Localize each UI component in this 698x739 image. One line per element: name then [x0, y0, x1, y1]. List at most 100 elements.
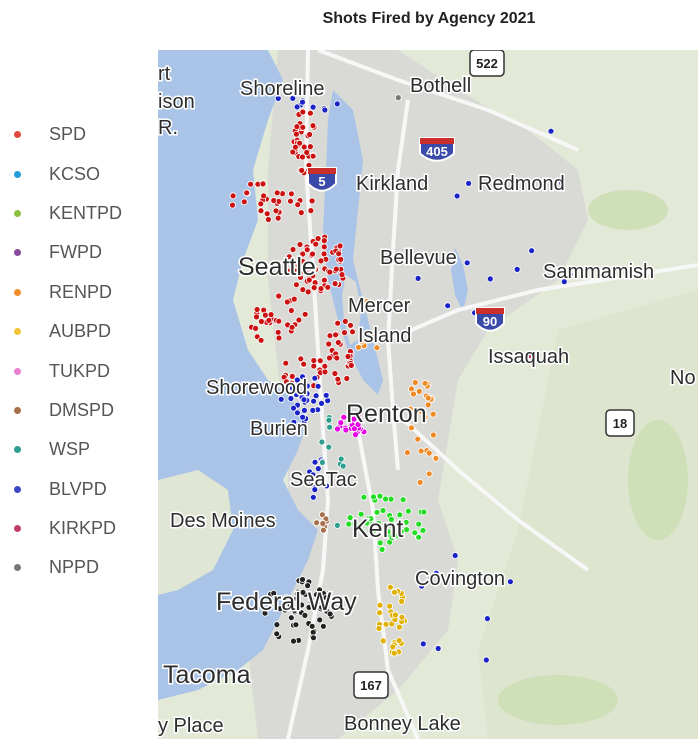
incident-point[interactable] [299, 98, 306, 106]
incident-point[interactable] [269, 600, 277, 608]
incident-point[interactable] [270, 590, 278, 597]
incident-point[interactable] [318, 603, 326, 611]
incident-point[interactable] [318, 459, 326, 466]
incident-point[interactable] [376, 609, 384, 617]
legend-item[interactable]: SPD [14, 115, 154, 154]
incident-point[interactable] [310, 284, 318, 292]
incident-point[interactable] [263, 210, 271, 218]
incident-point[interactable] [566, 270, 574, 278]
incident-point[interactable] [414, 274, 422, 282]
legend-item[interactable]: KENTPD [14, 194, 154, 233]
incident-point[interactable] [398, 598, 406, 605]
incident-point[interactable] [285, 267, 293, 275]
incident-point[interactable] [384, 528, 392, 536]
incident-point[interactable] [407, 424, 415, 432]
incident-point[interactable] [277, 395, 285, 403]
incident-point[interactable] [229, 201, 236, 209]
legend-item[interactable]: WSP [14, 430, 154, 469]
incident-point[interactable] [257, 336, 265, 344]
incident-point[interactable] [303, 246, 311, 254]
incident-point[interactable] [317, 257, 325, 265]
incident-point[interactable] [293, 103, 301, 111]
incident-point[interactable] [309, 103, 317, 111]
incident-point[interactable] [325, 443, 333, 451]
incident-point[interactable] [342, 426, 350, 434]
incident-point[interactable] [274, 328, 282, 336]
incident-point[interactable] [414, 435, 422, 443]
incident-point[interactable] [261, 609, 269, 617]
incident-point[interactable] [287, 307, 295, 314]
incident-point[interactable] [308, 622, 316, 630]
incident-point[interactable] [530, 352, 538, 360]
incident-point[interactable] [341, 317, 349, 325]
incident-point[interactable] [309, 152, 317, 160]
incident-point[interactable] [560, 278, 568, 286]
incident-point[interactable] [309, 250, 316, 258]
incident-point[interactable] [429, 410, 437, 418]
incident-point[interactable] [273, 630, 281, 638]
incident-point[interactable] [290, 295, 298, 303]
incident-point[interactable] [304, 582, 312, 589]
incident-point[interactable] [293, 376, 301, 384]
incident-point[interactable] [419, 526, 427, 534]
incident-point[interactable] [370, 493, 377, 501]
legend-item[interactable]: DMSPD [14, 391, 154, 430]
incident-point[interactable] [396, 511, 404, 519]
incident-point[interactable] [316, 357, 324, 365]
incident-point[interactable] [382, 620, 390, 628]
incident-point[interactable] [293, 267, 300, 275]
incident-point[interactable] [319, 520, 327, 527]
incident-point[interactable] [421, 413, 429, 421]
incident-point[interactable] [317, 476, 325, 483]
incident-point[interactable] [243, 189, 251, 197]
incident-point[interactable] [252, 324, 259, 332]
incident-point[interactable] [375, 625, 383, 632]
incident-point[interactable] [410, 390, 417, 398]
incident-point[interactable] [418, 582, 426, 590]
incident-point[interactable] [304, 288, 312, 296]
legend-item[interactable]: KIRKPD [14, 509, 154, 548]
incident-point[interactable] [334, 425, 341, 433]
incident-point[interactable] [297, 209, 305, 217]
incident-point[interactable] [326, 354, 333, 362]
incident-point[interactable] [314, 382, 322, 390]
incident-point[interactable] [506, 578, 514, 586]
incident-point[interactable] [425, 470, 433, 478]
incident-point[interactable] [336, 242, 344, 250]
incident-point[interactable] [274, 95, 282, 102]
incident-point[interactable] [402, 518, 410, 526]
incident-point[interactable] [320, 237, 328, 245]
incident-point[interactable] [292, 281, 300, 289]
incident-point[interactable] [389, 643, 397, 651]
incident-point[interactable] [316, 586, 324, 594]
incident-point[interactable] [320, 243, 328, 251]
incident-point[interactable] [368, 333, 376, 341]
incident-point[interactable] [412, 416, 420, 424]
incident-point[interactable] [308, 197, 316, 205]
incident-point[interactable] [334, 339, 342, 346]
incident-point[interactable] [309, 471, 317, 479]
incident-point[interactable] [257, 200, 265, 208]
incident-point[interactable] [309, 122, 317, 129]
incident-point[interactable] [334, 319, 342, 327]
incident-point[interactable] [357, 510, 365, 518]
incident-point[interactable] [333, 100, 341, 108]
incident-point[interactable] [287, 190, 295, 198]
incident-point[interactable] [352, 431, 359, 439]
incident-point[interactable] [483, 615, 491, 622]
incident-point[interactable] [331, 370, 339, 377]
incident-point[interactable] [275, 334, 283, 342]
incident-point[interactable] [316, 616, 324, 624]
incident-point[interactable] [415, 387, 423, 395]
incident-point[interactable] [413, 407, 420, 415]
incident-point[interactable] [323, 482, 330, 490]
incident-point[interactable] [299, 576, 306, 583]
incident-point[interactable] [291, 143, 299, 151]
incident-point[interactable] [303, 390, 311, 398]
incident-point[interactable] [296, 241, 304, 248]
incident-point[interactable] [290, 404, 297, 412]
incident-point[interactable] [293, 409, 301, 417]
incident-point[interactable] [376, 601, 384, 609]
incident-point[interactable] [270, 197, 278, 204]
incident-point[interactable] [272, 207, 280, 215]
